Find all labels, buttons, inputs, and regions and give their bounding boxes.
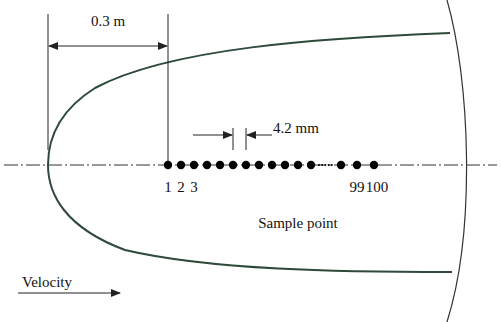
sample-dot — [190, 161, 198, 169]
sample-dot — [177, 161, 185, 169]
sample-dot — [203, 161, 211, 169]
velocity-arrow — [18, 293, 120, 294]
sample-dot — [164, 161, 172, 169]
dimension-label: 0.3 m — [89, 14, 127, 29]
sample-dot — [324, 164, 326, 166]
dimension-arrow — [49, 46, 108, 47]
sample-dot — [307, 161, 315, 169]
extension-line — [246, 128, 247, 150]
region-label: Sample point — [258, 216, 338, 231]
sample-dot — [321, 164, 323, 166]
extension-line — [233, 128, 234, 150]
callout-number: 2 — [177, 180, 185, 195]
body-outline — [48, 33, 452, 272]
arrow-label: Velocity — [22, 275, 72, 290]
dimension-arrow — [193, 135, 232, 136]
sample-dot — [216, 161, 224, 169]
dimension-arrow — [247, 135, 272, 136]
sample-dot — [370, 161, 378, 169]
callout-number: 3 — [190, 180, 198, 195]
sample-dot — [229, 161, 237, 169]
callout-number: 100 — [366, 180, 389, 195]
sample-dot — [331, 164, 333, 166]
boundary-curve — [447, 0, 467, 322]
sample-dot — [318, 164, 320, 166]
sample-points — [164, 161, 378, 169]
sample-dot — [337, 161, 345, 169]
sample-dot — [255, 161, 263, 169]
sample-dot — [353, 161, 361, 169]
dimension-arrow — [108, 46, 167, 47]
sample-dot — [294, 161, 302, 169]
center-line — [4, 165, 497, 166]
extension-line — [48, 14, 49, 150]
sample-dot — [268, 161, 276, 169]
sample-dot — [281, 161, 289, 169]
sample-dot — [328, 164, 330, 166]
extension-line — [168, 14, 169, 162]
sample-dot — [242, 161, 250, 169]
callout-number: 99 — [350, 180, 365, 195]
callout-number: 1 — [164, 180, 172, 195]
dimension-label: 4.2 mm — [273, 121, 319, 136]
